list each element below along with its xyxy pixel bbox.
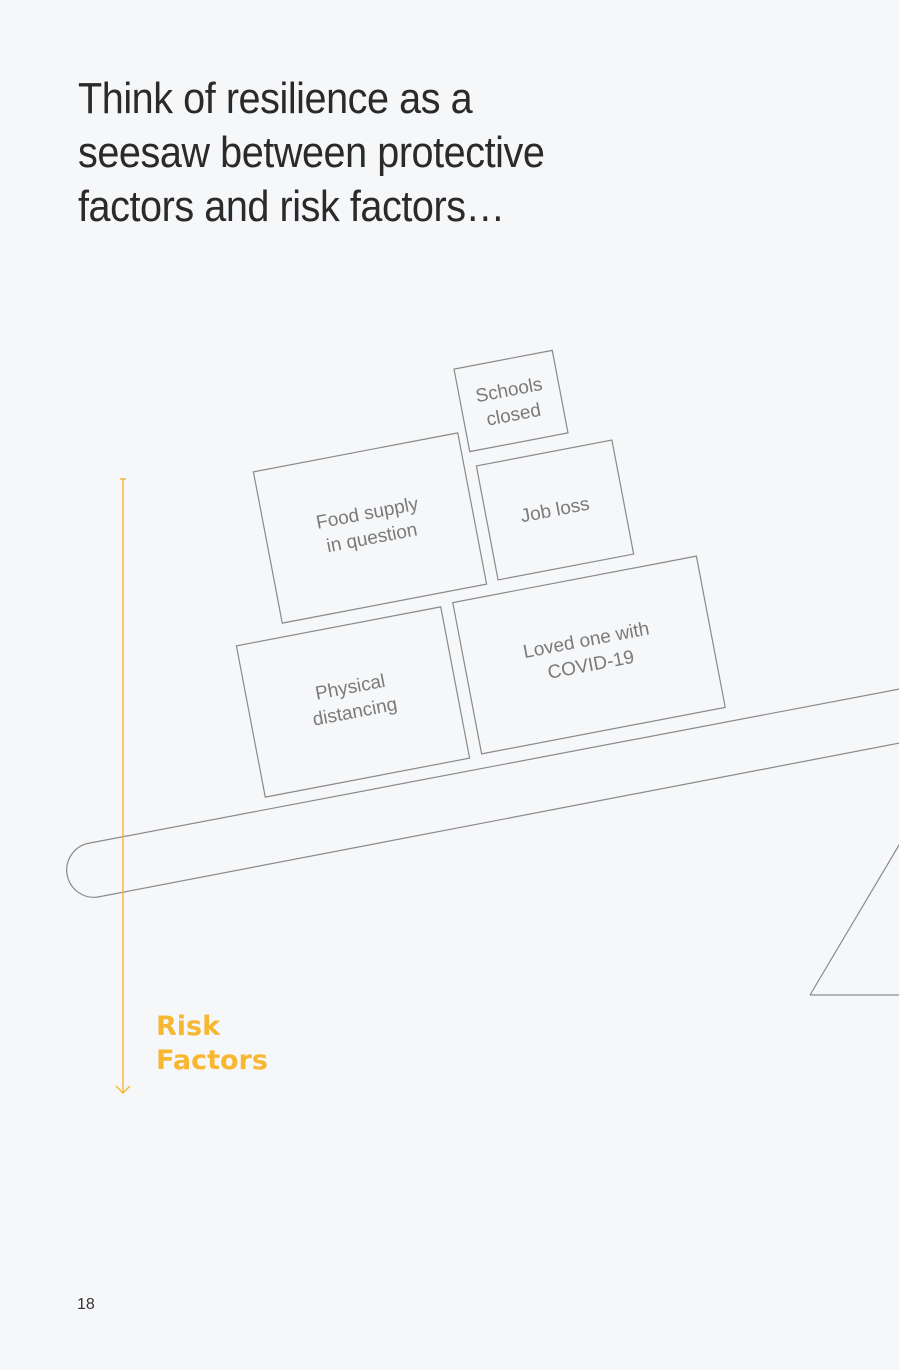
title-line-1: Think of resilience as a: [78, 74, 473, 123]
box-label: Job loss: [519, 494, 591, 528]
title-line-3: factors and risk factors…: [78, 182, 505, 231]
page-title: Think of resilience as a seesaw between …: [78, 72, 582, 234]
seesaw-fulcrum: [809, 843, 899, 996]
box-loved-one-covid: Loved one with COVID-19: [452, 555, 726, 755]
box-food-supply: Food supply in question: [252, 432, 488, 624]
box-job-loss: Job loss: [475, 439, 635, 581]
box-schools-closed: Schools closed: [453, 349, 569, 453]
box-physical-distancing: Physical distancing: [235, 606, 471, 798]
title-line-2: seesaw between protective: [78, 128, 545, 177]
risk-label-line-2: Factors: [156, 1045, 268, 1076]
risk-label-line-1: Risk: [156, 1011, 221, 1042]
risk-factors-label: Risk Factors: [156, 1010, 268, 1078]
risk-arrow-icon: [115, 478, 131, 1094]
page-number: 18: [77, 1296, 95, 1313]
seesaw-plank: [66, 688, 899, 898]
box-label: closed: [485, 400, 543, 431]
